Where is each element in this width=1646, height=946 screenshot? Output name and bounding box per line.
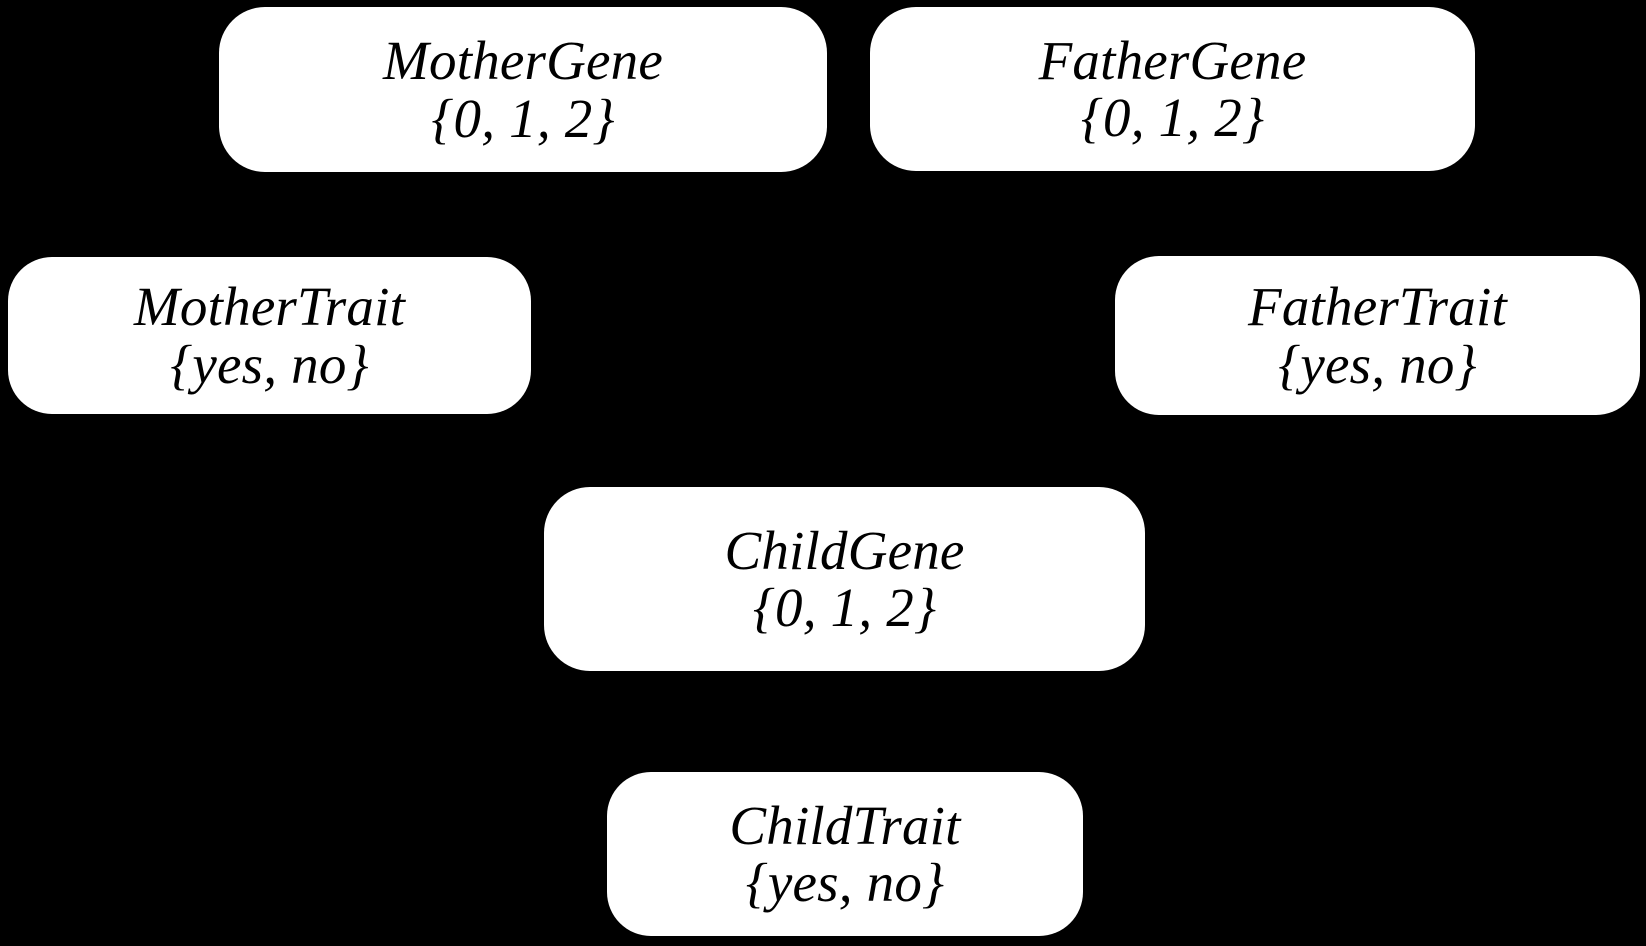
node-father-gene-domain: {0, 1, 2} [1080, 87, 1265, 148]
node-mother-trait[interactable]: MotherTrait {yes, no} [8, 257, 531, 414]
node-father-gene[interactable]: FatherGene {0, 1, 2} [870, 7, 1475, 171]
node-child-trait-domain: {yes, no} [745, 852, 945, 913]
node-mother-trait-label: MotherTrait [133, 276, 406, 338]
node-mother-gene-domain: {0, 1, 2} [431, 87, 615, 149]
node-child-gene[interactable]: ChildGene {0, 1, 2} [544, 487, 1145, 671]
node-child-trait-label: ChildTrait [729, 794, 961, 856]
node-mother-gene[interactable]: MotherGene {0, 1, 2} [219, 7, 827, 172]
node-mother-trait-domain: {yes, no} [170, 333, 369, 395]
node-father-trait[interactable]: FatherTrait {yes, no} [1115, 256, 1640, 415]
node-child-gene-domain: {0, 1, 2} [752, 577, 937, 638]
node-child-gene-label: ChildGene [724, 519, 965, 581]
node-child-trait[interactable]: ChildTrait {yes, no} [607, 772, 1083, 936]
node-father-trait-domain: {yes, no} [1278, 333, 1477, 395]
node-mother-gene-label: MotherGene [383, 30, 663, 92]
node-father-trait-label: FatherTrait [1248, 276, 1507, 338]
node-father-gene-label: FatherGene [1038, 29, 1307, 91]
